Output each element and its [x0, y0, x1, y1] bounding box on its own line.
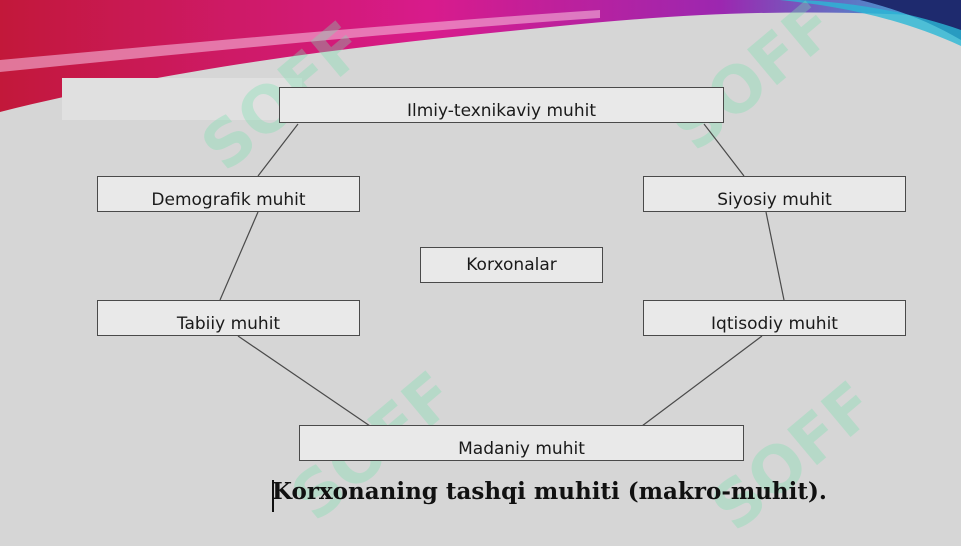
- connector-line: [257, 123, 299, 177]
- diagram-caption: Korxonaning tashqi muhiti (makro-muhit).: [272, 478, 827, 505]
- node-right-lower: Iqtisodiy muhit: [643, 300, 906, 336]
- connector-line: [237, 335, 371, 427]
- connector-line: [219, 211, 259, 301]
- node-top: Ilmiy-texnikaviy muhit: [279, 87, 724, 123]
- text-cursor: [272, 480, 274, 512]
- connector-line: [765, 211, 785, 301]
- node-left-upper: Demografik muhit: [97, 176, 360, 212]
- node-left-lower: Tabiiy muhit: [97, 300, 360, 336]
- node-right-upper: Siyosiy muhit: [643, 176, 906, 212]
- connector-line: [641, 335, 763, 427]
- node-bottom: Madaniy muhit: [299, 425, 744, 461]
- node-center: Korxonalar: [420, 247, 603, 283]
- header-banner: [0, 0, 961, 120]
- connector-line: [703, 123, 745, 177]
